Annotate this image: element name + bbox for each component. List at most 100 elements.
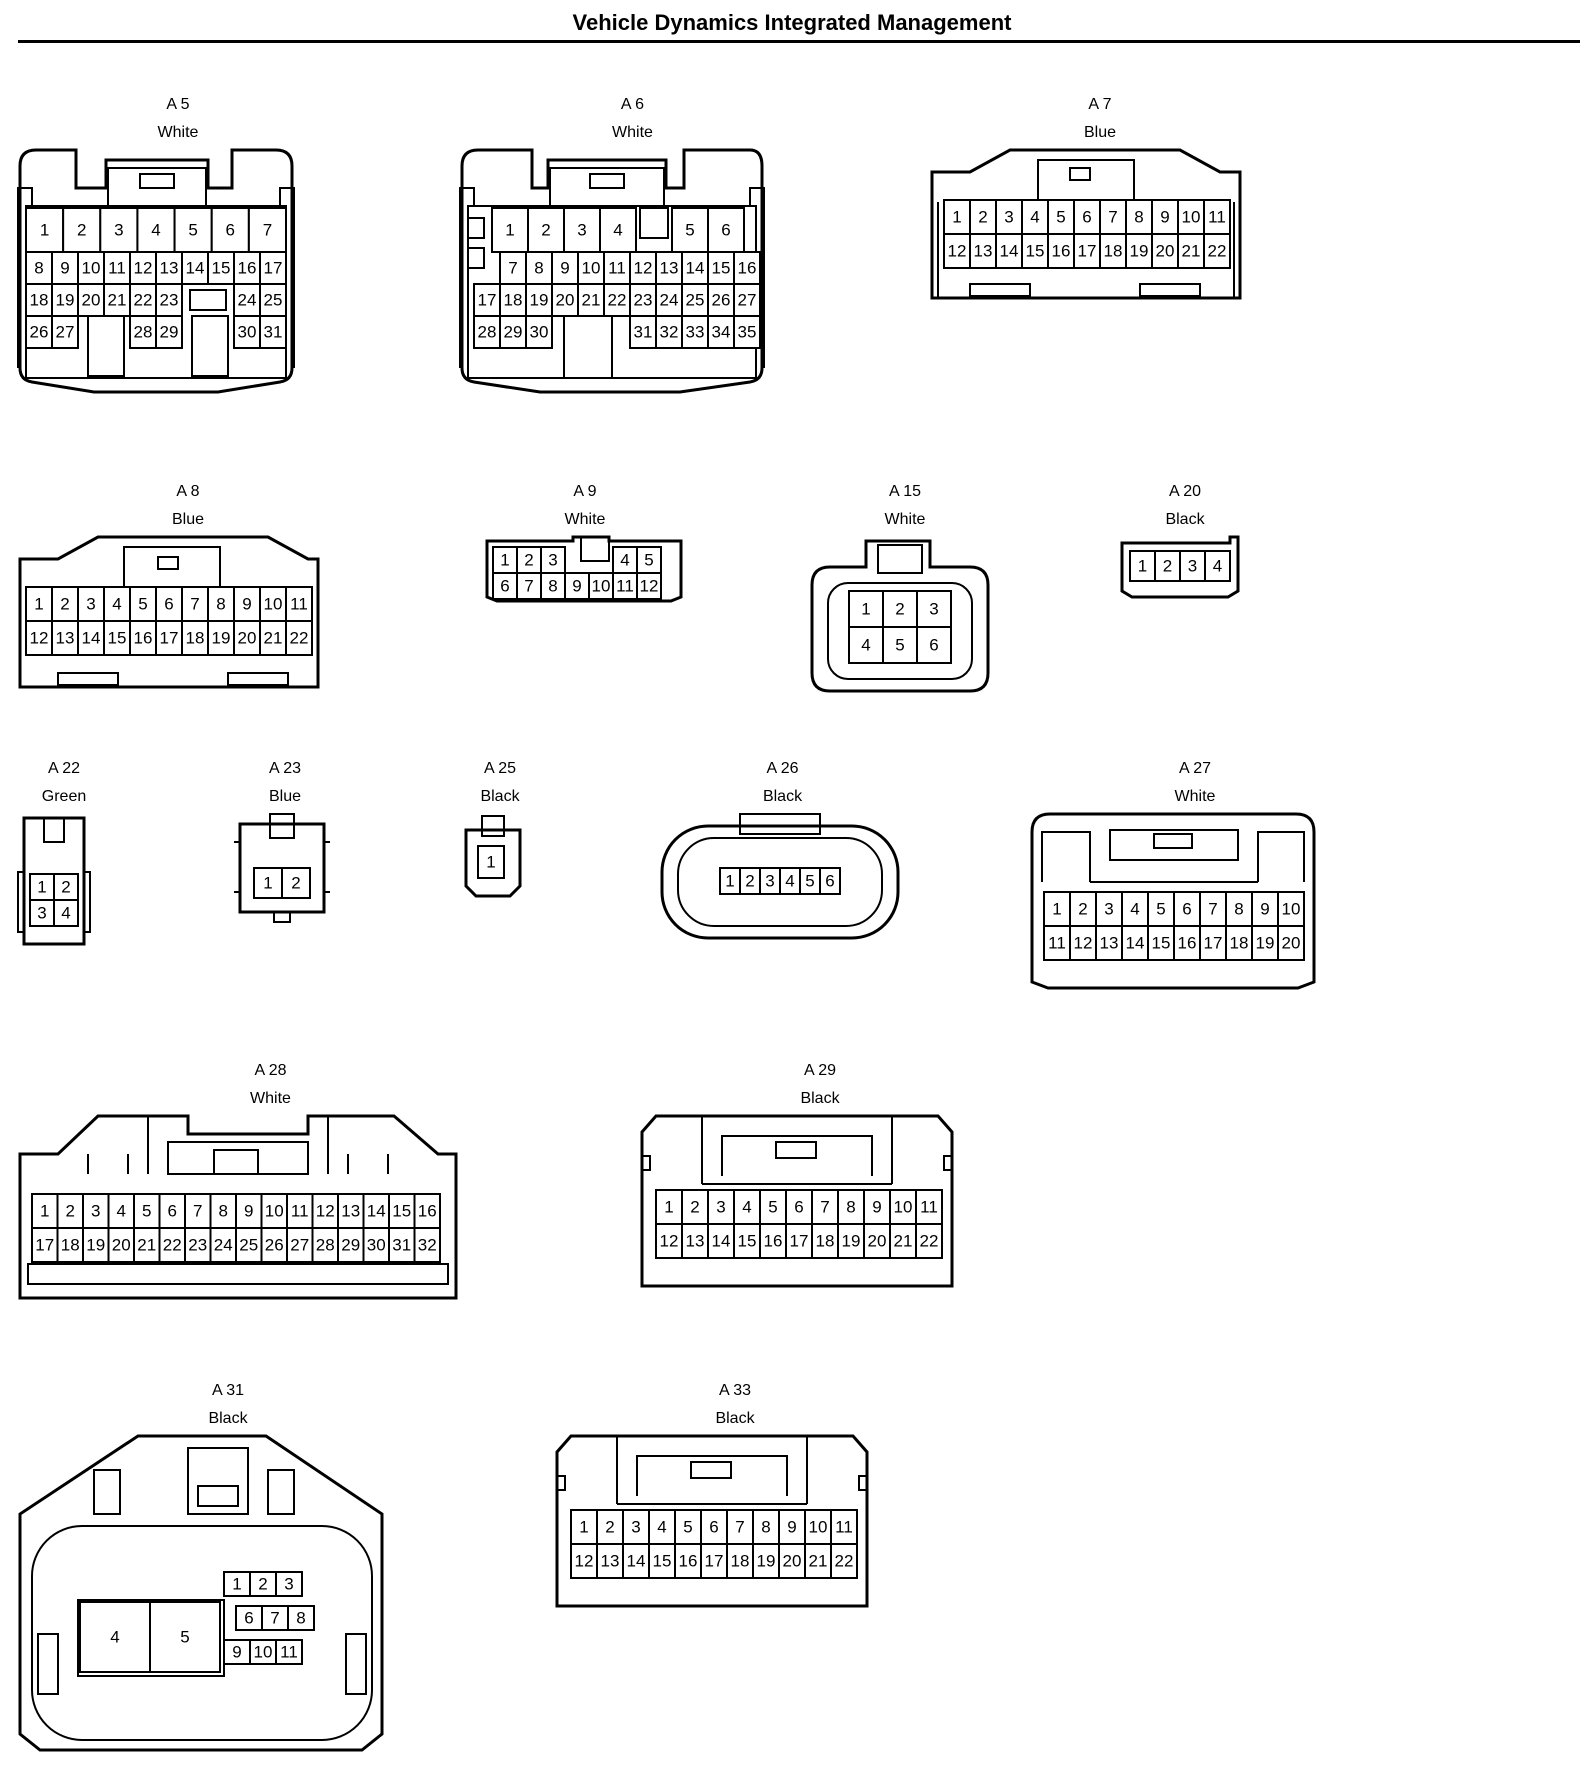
pin-number: 17 [160,629,179,648]
pin-cell [29,873,55,901]
housing-outline [1120,535,1240,599]
pin-number: 22 [290,629,309,648]
pin-cell [77,586,105,622]
pin-number: 1 [263,874,272,893]
pin-number: 28 [316,1236,335,1255]
pin-number: 3 [929,600,938,619]
pin-cell [99,207,139,253]
pin-cell [681,283,709,317]
pin-number: 1 [500,551,509,570]
pin-number: 7 [270,1609,279,1628]
housing-outline [22,816,86,946]
connector-color: Black [1165,511,1205,528]
pin-number: 9 [1160,208,1169,227]
housing-outline [616,1436,808,1505]
pin-cell [1099,199,1127,235]
pin-cell [53,873,79,901]
pin-cell [31,1227,59,1263]
pin-number: 4 [657,1518,666,1537]
pin-number: 13 [601,1552,620,1571]
pin-cavity-blank [189,289,227,311]
pin-cell [413,1193,441,1229]
pin-number: 11 [280,1643,298,1662]
pin-number: 2 [895,600,904,619]
pin-number: 3 [114,221,123,240]
pin-number: 2 [1078,900,1087,919]
pin-number: 3 [631,1518,640,1537]
pin-number: 16 [764,1232,783,1251]
connector-color: Green [41,788,87,805]
pin-cell [51,315,79,349]
pin-cell [259,315,287,349]
pin-number: 19 [86,1236,105,1255]
pin-number: 4 [613,221,622,240]
pin-number: 17 [478,291,497,310]
pin-cell [413,1227,441,1263]
pin-number: 10 [1282,900,1301,919]
pin-number: 8 [761,1518,770,1537]
pin-number: 20 [556,291,575,310]
pin-number: 7 [735,1518,744,1537]
pin-number: 17 [1204,934,1223,953]
pin-number: 19 [1130,242,1149,261]
pin-cell [1073,199,1101,235]
pin-number: 4 [151,221,160,240]
pin-number: 15 [212,259,231,278]
pin-number: 1 [725,872,734,891]
pin-number: 1 [37,878,46,897]
pin-cell [253,867,283,899]
pin-number: 22 [835,1552,854,1571]
pin-number: 8 [534,259,543,278]
pin-number: 15 [1152,934,1171,953]
pin-cell [281,867,311,899]
connector-color: Black [800,1090,840,1107]
pin-number: 18 [1104,242,1123,261]
pin-number: 11 [608,259,626,278]
connector-id: A 27 [1178,760,1212,777]
pin-cell [915,1223,943,1259]
latch-tab [197,1485,239,1507]
pin-cell [1203,233,1231,269]
pin-cell [155,283,183,317]
pin-number: 30 [367,1236,386,1255]
pin-number: 12 [660,1232,679,1251]
pin-number: 10 [592,577,611,596]
pin-cell [25,620,53,656]
pin-number: 20 [238,629,257,648]
housing-outline [17,871,91,933]
pin-number: 12 [1074,934,1093,953]
pin-number: 19 [212,629,231,648]
pin-number: 9 [560,259,569,278]
pin-number: 1 [40,221,49,240]
latch-tab [213,1149,259,1175]
pin-cell [603,283,631,317]
latch [580,536,610,562]
pin-number: 14 [186,259,205,278]
pin-number: 16 [238,259,257,278]
pin-number: 9 [232,1643,241,1662]
pin-cell [563,207,601,253]
pin-number: 1 [34,595,43,614]
pin-number: 3 [548,551,557,570]
pin-number: 21 [809,1552,828,1571]
pin-number: 11 [835,1518,853,1537]
pin-number: 10 [894,1198,913,1217]
pin-number: 12 [316,1202,335,1221]
housing-outline [1030,812,1316,990]
pin-number: 2 [258,1575,267,1594]
pin-number: 20 [868,1232,887,1251]
connector-id: A 26 [766,760,799,777]
pin-number: 23 [188,1236,207,1255]
housing-outline [555,1434,869,1608]
pin-cell [285,586,313,622]
pin-number: 19 [842,1232,861,1251]
pin-cell [477,845,505,879]
pin-number: 12 [575,1552,594,1571]
housing-outline [810,539,990,693]
housing-outline [460,148,764,394]
pin-cell [155,620,183,656]
